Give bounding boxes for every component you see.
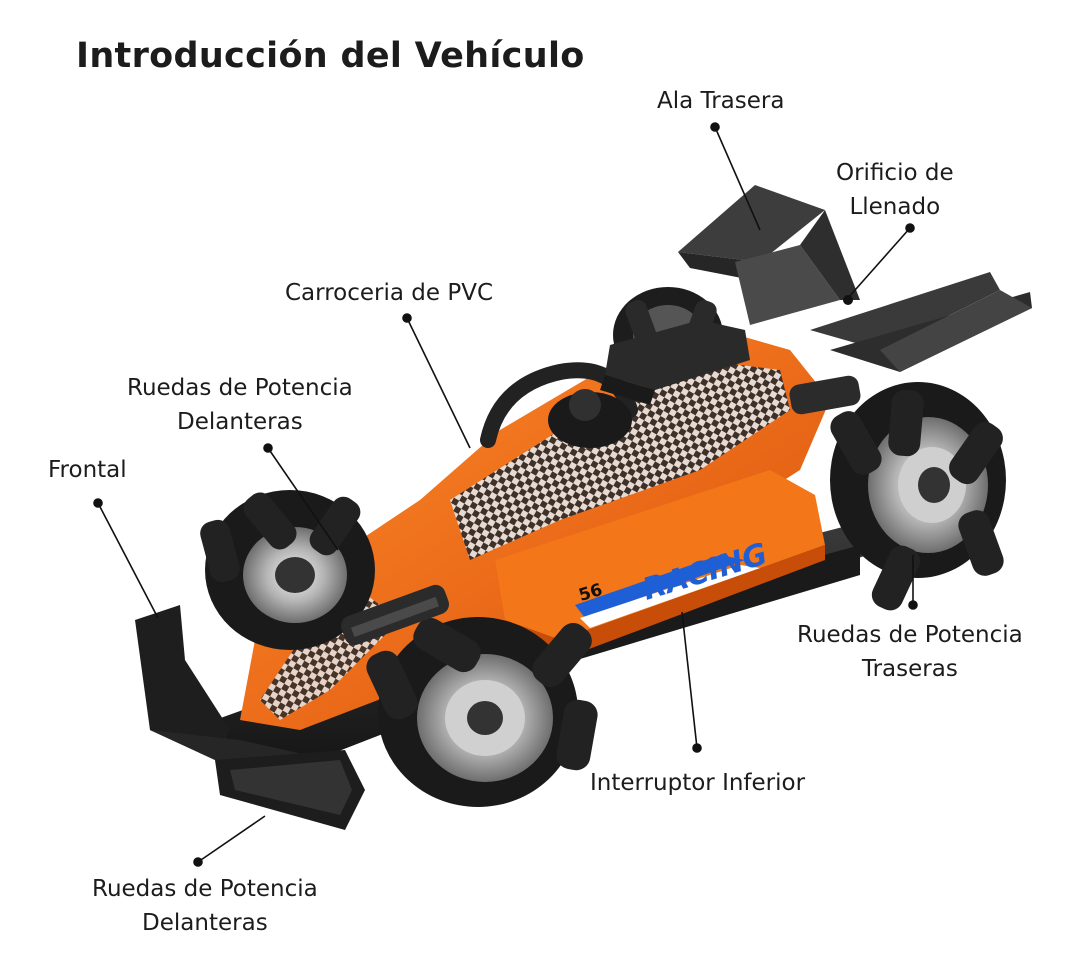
dot-orificio <box>905 223 915 233</box>
leader-carroceria <box>406 317 471 449</box>
label-ruedas-delanteras-top-line2: Delanteras <box>177 409 303 435</box>
page-title: Introducción del Vehículo <box>76 36 585 76</box>
label-frontal: Frontal <box>48 453 127 487</box>
label-ruedas-traseras: Ruedas de Potencia Traseras <box>797 618 1023 686</box>
dot-carroceria <box>402 313 412 323</box>
dot-ruedas-delanteras-bottom <box>193 857 203 867</box>
rear-fins <box>810 272 1032 372</box>
leader-ruedas-delanteras-bottom <box>197 815 266 863</box>
label-ruedas-delanteras-top-line1: Ruedas de Potencia <box>127 375 353 401</box>
dot-frontal <box>93 498 103 508</box>
leader-lines <box>93 122 918 867</box>
label-orificio-line1: Orificio de <box>836 160 954 186</box>
leader-frontal <box>97 502 159 619</box>
label-ruedas-traseras-line2: Traseras <box>861 656 958 682</box>
label-ruedas-delanteras-bottom-line1: Ruedas de Potencia <box>92 876 318 902</box>
rear-wing <box>678 185 860 325</box>
rear-suspension <box>789 375 861 415</box>
dot-interruptor <box>692 743 702 753</box>
label-carroceria-pvc: Carroceria de PVC <box>285 276 493 310</box>
front-suspension <box>341 584 449 646</box>
label-ruedas-delanteras-top: Ruedas de Potencia Delanteras <box>127 371 353 439</box>
label-ruedas-delanteras-bottom: Ruedas de Potencia Delanteras <box>92 872 318 940</box>
front-right-wheel <box>366 617 598 807</box>
label-frontal-text: Frontal <box>48 457 127 483</box>
leader-interruptor <box>681 611 698 749</box>
label-ala-trasera: Ala Trasera <box>657 84 784 118</box>
rear-right-wheel <box>830 382 1006 611</box>
label-carroceria-text: Carroceria de PVC <box>285 280 493 306</box>
label-interruptor-text: Interruptor Inferior <box>590 770 806 796</box>
label-ruedas-traseras-line1: Ruedas de Potencia <box>797 622 1023 648</box>
label-ruedas-delanteras-bottom-line2: Delanteras <box>142 910 268 936</box>
label-orificio-llenado: Orificio de Llenado <box>836 156 954 224</box>
label-ala-trasera-text: Ala Trasera <box>657 88 785 114</box>
dot-ala-trasera <box>710 122 720 132</box>
front-wing <box>135 605 365 830</box>
front-left-wheel <box>200 490 375 650</box>
dot-ruedas-traseras <box>908 600 918 610</box>
label-orificio-line2: Llenado <box>849 194 941 220</box>
leader-ala-trasera <box>714 126 761 231</box>
label-interruptor-inferior: Interruptor Inferior <box>590 766 805 800</box>
leader-ruedas-delanteras-top <box>267 447 339 551</box>
dot-ruedas-delanteras-top <box>263 443 273 453</box>
leader-orificio <box>847 227 911 299</box>
